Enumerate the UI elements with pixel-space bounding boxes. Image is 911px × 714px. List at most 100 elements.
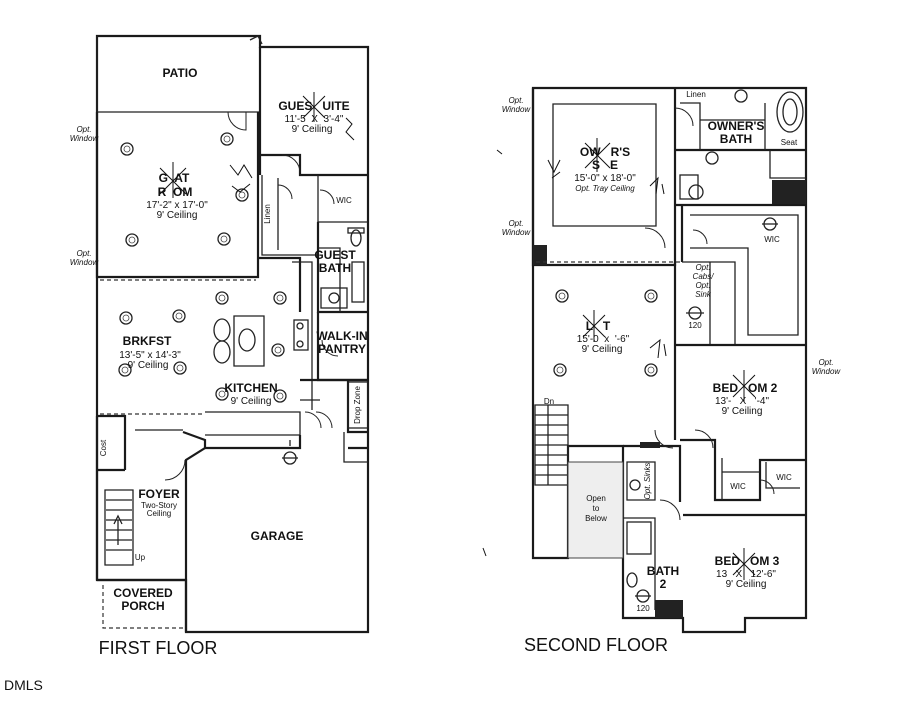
light-fixture-icon xyxy=(217,232,231,246)
light-fixture-icon xyxy=(273,389,287,403)
light-fixture-icon xyxy=(555,289,569,303)
owners-suite-label: OW R'S xyxy=(580,145,630,159)
fan-icon xyxy=(762,217,778,231)
light-fixture-icon xyxy=(215,291,229,305)
second-floor-labels: OW R'S S E 15'-0" x 18'-0" Opt. Tray Cei… xyxy=(502,90,842,655)
walk-in-pantry-label-1: WALK-IN xyxy=(316,329,367,343)
guest-suite-label: GUES UITE xyxy=(278,99,349,113)
light-fixture-icon xyxy=(120,142,134,156)
first-floor-plan xyxy=(95,34,370,634)
bedroom2-ceiling: 9' Ceiling xyxy=(722,406,763,417)
light-fixture-icon xyxy=(215,387,229,401)
guest-suite-dims: 11'-5 X 3'-4" xyxy=(285,114,344,125)
bedroom3-ceiling: 9' Ceiling xyxy=(726,579,767,590)
opt-window-label-2a: Opt. xyxy=(76,249,91,258)
first-floor-title: FIRST FLOOR xyxy=(99,638,218,658)
bedroom2-dims: 13'- X '-4" xyxy=(715,396,770,407)
second-floor-ceiling-lights xyxy=(553,289,658,377)
light-fixture-icon xyxy=(119,311,133,325)
light-fixture-icon xyxy=(271,343,285,357)
bedroom2-label: BED OM 2 xyxy=(713,381,778,395)
opt-sinks-label: Opt. Sinks xyxy=(643,463,652,500)
seat-label: Seat xyxy=(781,138,798,147)
owners-wic-label: WIC xyxy=(764,235,780,244)
bedroom3-label: BED OM 3 xyxy=(715,554,780,568)
open-below-label-1: Open xyxy=(586,494,606,503)
opt-window-label-3b: Window xyxy=(502,105,532,114)
opt-window-label-5a: Opt. xyxy=(818,358,833,367)
patio-label: PATIO xyxy=(163,66,198,80)
brkfst-dims: 13'-5" x 14'-3" xyxy=(119,350,181,361)
watermark: DMLS xyxy=(4,677,43,693)
owners-suite-dims: 15'-0" x 18'-0" xyxy=(574,173,636,184)
great-room-dims: 17'-2" x 17'-0" xyxy=(146,200,208,211)
great-room-label: G AT xyxy=(159,171,190,185)
foyer-label-3: Ceiling xyxy=(147,509,171,518)
loft-label: L T xyxy=(586,319,611,333)
drop-zone-label: Drop Zone xyxy=(353,386,362,424)
first-floor-labels: PATIO GUES UITE 11'-5 X 3'-4" 9' Ceiling… xyxy=(70,66,368,658)
first-floor-ceiling-lights xyxy=(118,132,287,403)
covered-porch-label-2: PORCH xyxy=(121,599,164,613)
opt-cabs-label-2: Cabs/ xyxy=(693,272,715,281)
owners-suite-label-2: S E xyxy=(592,158,618,172)
wic-b-label: WIC xyxy=(776,473,792,482)
linen-label: Linen xyxy=(263,204,272,224)
opt-window-label-3a: Opt. xyxy=(508,96,523,105)
opt-window-label-4b: Window xyxy=(502,228,532,237)
handwritten-marks-second xyxy=(482,138,756,580)
opt-cabs-label-3: Opt. xyxy=(695,281,710,290)
covered-porch-label-1: COVERED xyxy=(113,586,173,600)
owners-bath-label-1: OWNER'S xyxy=(708,119,765,133)
open-below-label-2: to xyxy=(593,504,600,513)
opt-window-label-5b: Window xyxy=(812,367,842,376)
opt-window-label-2b: Window xyxy=(70,258,100,267)
second-floor-title: SECOND FLOOR xyxy=(524,635,668,655)
second-floor-plan xyxy=(531,86,808,634)
kitchen-ceiling: 9' Ceiling xyxy=(231,396,272,407)
bath2-label-1: BATH xyxy=(647,564,679,578)
opt-cabs-label-1: Opt. xyxy=(695,263,710,272)
brkfst-ceiling: 9' Ceiling xyxy=(128,360,169,371)
light-fixture-icon xyxy=(172,309,186,323)
opt-cabs-label-4: Sink xyxy=(695,290,712,299)
guest-bath-label-1: GUEST xyxy=(314,248,356,262)
owners-bath-label-2: BATH xyxy=(720,132,752,146)
handwritten-marks xyxy=(159,92,355,198)
fan-icon xyxy=(686,306,704,320)
fan-icon xyxy=(635,589,651,603)
wic-a-label: WIC xyxy=(730,482,746,491)
light-fixture-icon xyxy=(644,363,658,377)
opt-window-label-4a: Opt. xyxy=(508,219,523,228)
garage-label: GARAGE xyxy=(251,529,304,543)
foyer-label: FOYER xyxy=(138,487,180,501)
fan-label-1: 120 xyxy=(688,321,702,330)
opt-window-label-1a: Opt. xyxy=(76,125,91,134)
bath2-label-2: 2 xyxy=(660,577,667,591)
kitchen-label: KITCHEN xyxy=(224,381,277,395)
opt-window-label-1b: Window xyxy=(70,134,100,143)
dn-label: Dn xyxy=(544,397,554,406)
light-fixture-icon xyxy=(273,291,287,305)
light-fixture-icon xyxy=(220,132,234,146)
walk-in-pantry-label-2: PANTRY xyxy=(318,342,366,356)
up-label: Up xyxy=(135,553,146,562)
light-fixture-icon xyxy=(644,289,658,303)
loft-dims: 15'-0 x '-6" xyxy=(577,334,630,345)
foyer-label-2: Two-Story xyxy=(141,501,177,510)
wic-label: WIC xyxy=(336,196,352,205)
light-fixture-icon xyxy=(118,363,132,377)
open-below-label-3: Below xyxy=(585,514,607,523)
cost-label: Cost xyxy=(99,439,108,456)
bedroom3-dims: 13 X 12'-6" xyxy=(716,569,776,580)
owners-suite-note: Opt. Tray Ceiling xyxy=(575,184,635,193)
great-room-ceiling: 9' Ceiling xyxy=(157,210,198,221)
great-room-label-2: R OM xyxy=(158,185,193,199)
fan-label-3: 120 xyxy=(636,604,650,613)
linen-label-2: Linen xyxy=(686,90,706,99)
guest-bath-label-2: BATH xyxy=(319,261,351,275)
light-fixture-icon xyxy=(235,188,249,202)
light-fixture-icon xyxy=(125,233,139,247)
light-fixture-icon xyxy=(173,361,187,375)
